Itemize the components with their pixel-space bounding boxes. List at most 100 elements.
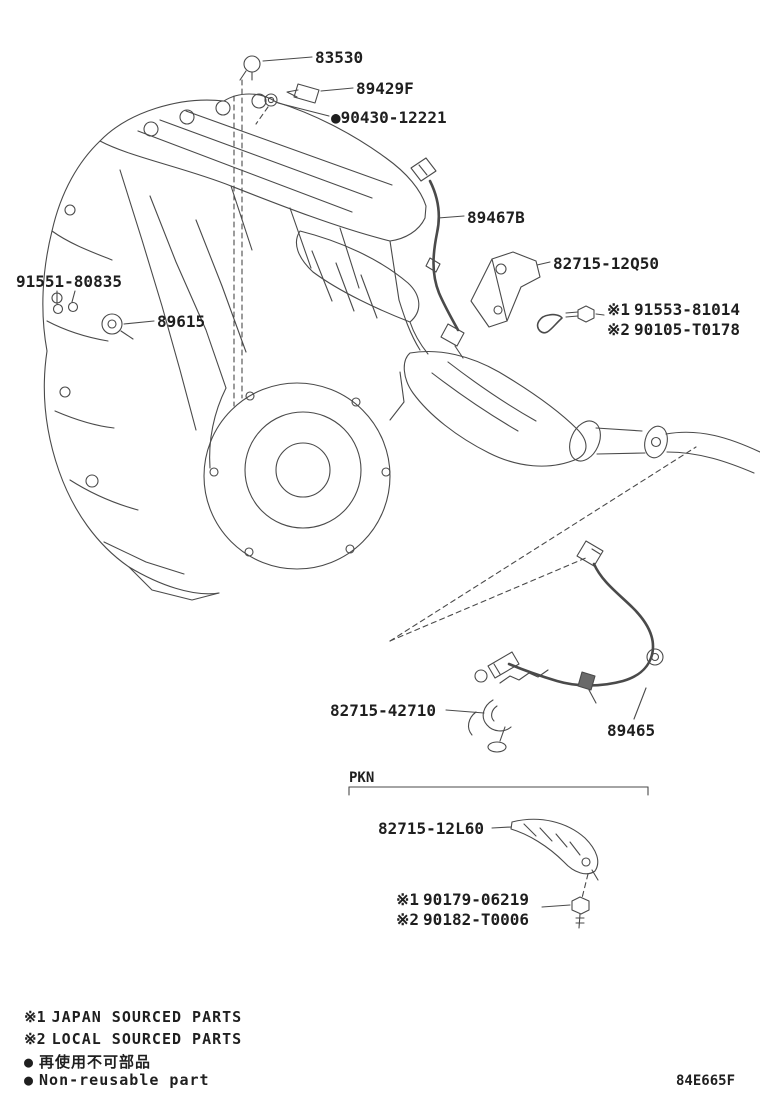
diagram-line [571,896,590,915]
diagram-line [293,83,320,104]
oxygen-sensor-89467B [410,157,465,359]
bolt-90179 [571,896,590,929]
diagram-line [295,230,420,323]
diagram-line [107,319,117,329]
diagram-line [244,411,362,529]
legend-text: 再使用不可部品 [39,1053,152,1071]
part-number: 91553-81014 [634,300,741,319]
diagram-line [493,663,501,675]
oxygen-sensor-89465-assembly [474,540,664,704]
diagram-line [596,452,646,455]
legend-text: JAPAN SOURCED PARTS [51,1008,243,1026]
non-reusable-dot-icon: ● [24,1053,34,1071]
diagram-line [467,711,477,736]
diagram-line [351,397,361,407]
part-number: 90182-T0006 [423,910,530,929]
diagram-line [398,299,421,351]
diagram-line [565,311,579,314]
diagram-line [650,436,662,448]
diagram-line [289,207,312,269]
diagram-line [581,857,591,867]
non-reusable-dot-icon: ● [331,108,341,127]
diagram-line [52,303,64,315]
diagram-line [85,474,99,488]
diagram-line [507,562,655,687]
clamp-82715-42710 [467,699,512,753]
diagram-line [431,372,519,432]
diagram-line [264,93,278,107]
diagram-line [595,427,643,432]
diagram-line [418,164,428,176]
diagram-line [491,826,512,829]
diagram-line [119,169,197,431]
non-reusable-dot-icon: ● [24,1071,34,1089]
part-label-83530: 83530 [315,48,364,67]
diagram-line [591,548,601,555]
diagram-line [215,100,231,116]
diagram-line [255,106,269,125]
diagram-line [345,544,355,554]
diagram-line [633,687,647,720]
part-number: 90430-12221 [340,108,447,127]
part-label-90430-12221: ●90430-12221 [331,108,447,127]
diagram-line [389,446,697,642]
diagram-line [644,425,668,459]
diagram-line [120,330,134,340]
diagram-line [59,386,71,398]
diagram-line [536,313,563,334]
part-label-91551-80835: 91551-80835 [16,272,122,291]
diagram-line [69,479,139,511]
engine-line-art [42,93,429,601]
diagram-line [482,699,512,732]
diagram-line [454,345,464,359]
diagram-line [470,251,541,328]
bracket-82715-12L60 [510,818,599,899]
diagram-line [262,56,313,62]
legend-non-reusable-jp: ● 再使用不可部品 [24,1051,151,1072]
diagram-line [541,904,571,908]
diagram-line [51,230,113,261]
top-sensors-83530-89429F [233,55,320,407]
diagram-line [67,301,79,313]
diagram-line [491,258,508,322]
diagram-line [123,320,155,325]
diagram-line [474,669,488,683]
diagram-line [251,93,267,109]
diagram-line [128,566,220,601]
diagram-line [487,741,507,753]
legend-japan-sourced: ※1 JAPAN SOURCED PARTS [24,1008,242,1026]
diagram-line [267,96,275,104]
diagram-line [209,387,227,469]
diagram-line [499,726,506,742]
projection-lines [389,446,697,642]
ref-marker-2: ※2 [24,1030,46,1048]
diagram-line [646,648,664,666]
part-label-82715-12L60: 82715-12L60 [378,819,484,838]
diagram-line [389,556,589,642]
diagram-line [555,833,568,848]
diagram-line [275,442,331,498]
diagram-line [143,121,159,137]
diagram-line [64,204,76,216]
ref-marker-1: ※1 [24,1008,46,1026]
part-label-89615: 89615 [157,312,206,331]
diagram-line [569,841,581,856]
diagram-line [425,257,441,273]
part-number: 90105-T0178 [634,320,741,339]
diagram-line [665,431,760,453]
diagram-line [339,227,360,289]
bolt-91553 [536,305,595,334]
diagram-line [577,671,596,691]
diagram-line [389,240,400,301]
diagram-line [101,313,123,335]
diagram-line [523,823,537,837]
ref-marker-1: ※1 [607,300,631,319]
part-label-89467B: 89467B [467,208,525,227]
diagram-line [243,55,261,73]
